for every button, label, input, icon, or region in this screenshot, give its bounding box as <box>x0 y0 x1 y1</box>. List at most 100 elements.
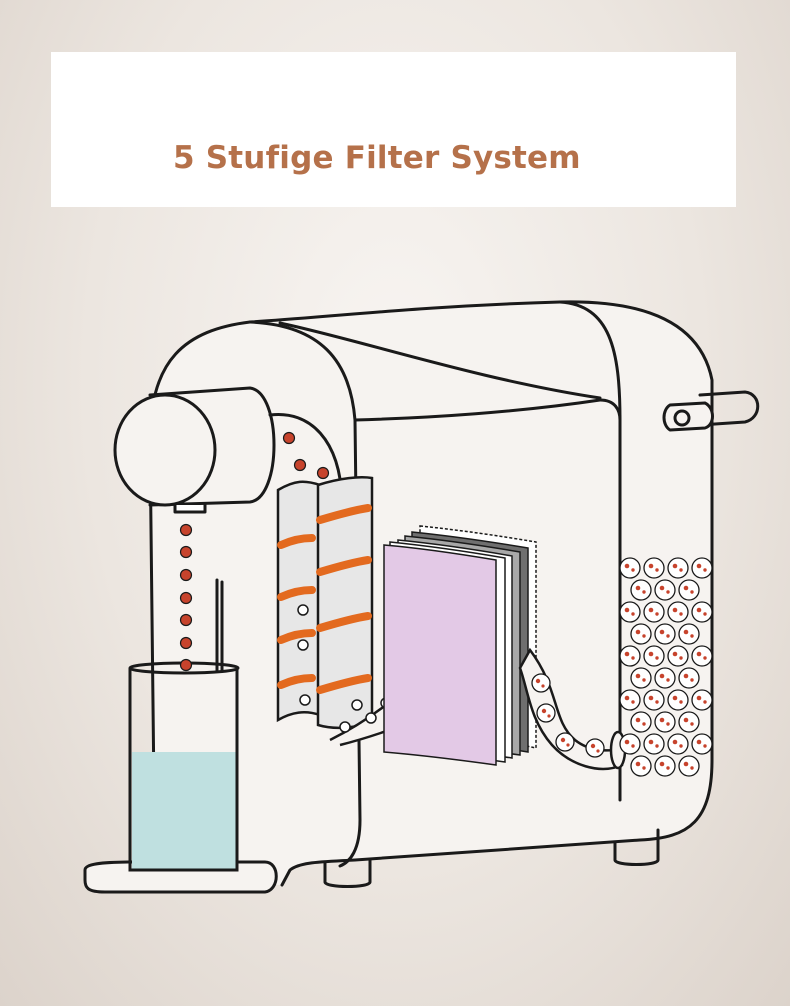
mineral-ball-dot <box>690 678 694 682</box>
mineral-ball-dot <box>672 651 678 657</box>
mineral-ball-dot <box>655 656 659 660</box>
mineral-ball-dot <box>624 651 630 657</box>
title-banner: 5 Stufige Filter System <box>51 52 736 207</box>
mineral-ball-dot <box>624 563 630 569</box>
mineral-ball-dot <box>655 612 659 616</box>
mineral-ball <box>678 667 700 689</box>
mineral-ball-dot <box>659 673 665 679</box>
mineral-ball <box>667 645 689 667</box>
mineral-ball-dot <box>672 695 678 701</box>
mineral-ball-dot <box>690 634 694 638</box>
mineral-ball-dot <box>659 629 665 635</box>
mineral-ball-dot <box>703 568 707 572</box>
tube-balls <box>531 673 605 758</box>
mineral-ball <box>643 689 665 711</box>
mineral-ball-dot <box>666 722 670 726</box>
mineral-ball-dot <box>683 717 689 723</box>
mineral-ball-dot <box>683 761 689 767</box>
ro-membrane-roll <box>276 476 439 747</box>
mineral-ball <box>630 667 652 689</box>
mineral-ball-dot <box>666 634 670 638</box>
ceramic-balls <box>518 557 713 777</box>
mineral-ball-dot <box>679 568 683 572</box>
mineral-ball <box>691 557 713 579</box>
mineral-ball <box>619 733 641 755</box>
mineral-ball <box>630 623 652 645</box>
mineral-ball-dot <box>690 590 694 594</box>
glass-outline <box>128 668 239 872</box>
mineral-ball-dot <box>631 744 635 748</box>
mineral-ball-dot <box>631 612 635 616</box>
mineral-ball <box>643 733 665 755</box>
membrane-bands <box>277 504 372 694</box>
mineral-ball-dot <box>648 563 654 569</box>
mineral-ball <box>667 733 689 755</box>
mineral-ball-dot <box>696 563 702 569</box>
mineral-ball-dot <box>666 590 670 594</box>
mineral-ball-dot <box>690 722 694 726</box>
mineral-ball <box>667 601 689 623</box>
mineral-ball-dot <box>635 761 641 767</box>
mineral-ball <box>619 601 641 623</box>
mineral-ball <box>619 645 641 667</box>
mineral-ball-dot <box>635 717 641 723</box>
mineral-ball-dot <box>648 607 654 613</box>
mineral-ball-dot <box>631 700 635 704</box>
mineral-ball-dot <box>679 744 683 748</box>
mineral-ball <box>630 711 652 733</box>
mineral-ball-dot <box>635 585 641 591</box>
mineral-ball-dot <box>696 695 702 701</box>
mineral-ball-dot <box>666 766 670 770</box>
mineral-ball-dot <box>642 766 646 770</box>
mineral-ball <box>678 623 700 645</box>
mineral-ball-dot <box>696 607 702 613</box>
mineral-ball-dot <box>696 651 702 657</box>
mineral-ball-dot <box>631 568 635 572</box>
carbon-filter-sheets <box>383 525 537 766</box>
mineral-ball-dot <box>648 695 654 701</box>
mineral-ball <box>678 579 700 601</box>
mineral-ball-column <box>619 557 713 777</box>
mineral-ball <box>654 755 676 777</box>
mineral-ball-dot <box>655 744 659 748</box>
mineral-ball <box>667 689 689 711</box>
mineral-ball-dot <box>648 651 654 657</box>
mineral-ball-dot <box>648 739 654 745</box>
mineral-ball <box>643 601 665 623</box>
mineral-ball-dot <box>642 634 646 638</box>
mineral-ball <box>630 755 652 777</box>
mineral-ball <box>619 689 641 711</box>
mineral-ball-dot <box>624 695 630 701</box>
mineral-ball <box>654 667 676 689</box>
mineral-ball-dot <box>624 739 630 745</box>
mineral-ball-dot <box>679 700 683 704</box>
mineral-ball-dot <box>631 656 635 660</box>
mineral-ball <box>630 579 652 601</box>
mineral-ball <box>667 557 689 579</box>
mineral-ball-dot <box>672 563 678 569</box>
mineral-ball-dot <box>659 585 665 591</box>
mineral-ball-dot <box>642 722 646 726</box>
mineral-ball <box>619 557 641 579</box>
mineral-ball-dot <box>703 656 707 660</box>
mineral-ball <box>678 711 700 733</box>
mineral-ball <box>643 557 665 579</box>
pp-cotton-sheet <box>383 544 497 766</box>
mineral-ball <box>643 645 665 667</box>
mineral-ball-dot <box>703 744 707 748</box>
mineral-ball <box>691 645 713 667</box>
mineral-ball-dot <box>683 629 689 635</box>
mineral-ball-dot <box>635 629 641 635</box>
mineral-ball-dot <box>696 739 702 745</box>
mineral-ball-dot <box>683 585 689 591</box>
mineral-ball <box>654 623 676 645</box>
mineral-ball-dot <box>679 656 683 660</box>
mineral-ball-dot <box>672 739 678 745</box>
mineral-ball <box>691 733 713 755</box>
mineral-ball-dot <box>683 673 689 679</box>
mineral-ball <box>654 579 676 601</box>
mineral-ball-dot <box>659 717 665 723</box>
mineral-ball-dot <box>666 678 670 682</box>
mineral-ball-dot <box>703 612 707 616</box>
